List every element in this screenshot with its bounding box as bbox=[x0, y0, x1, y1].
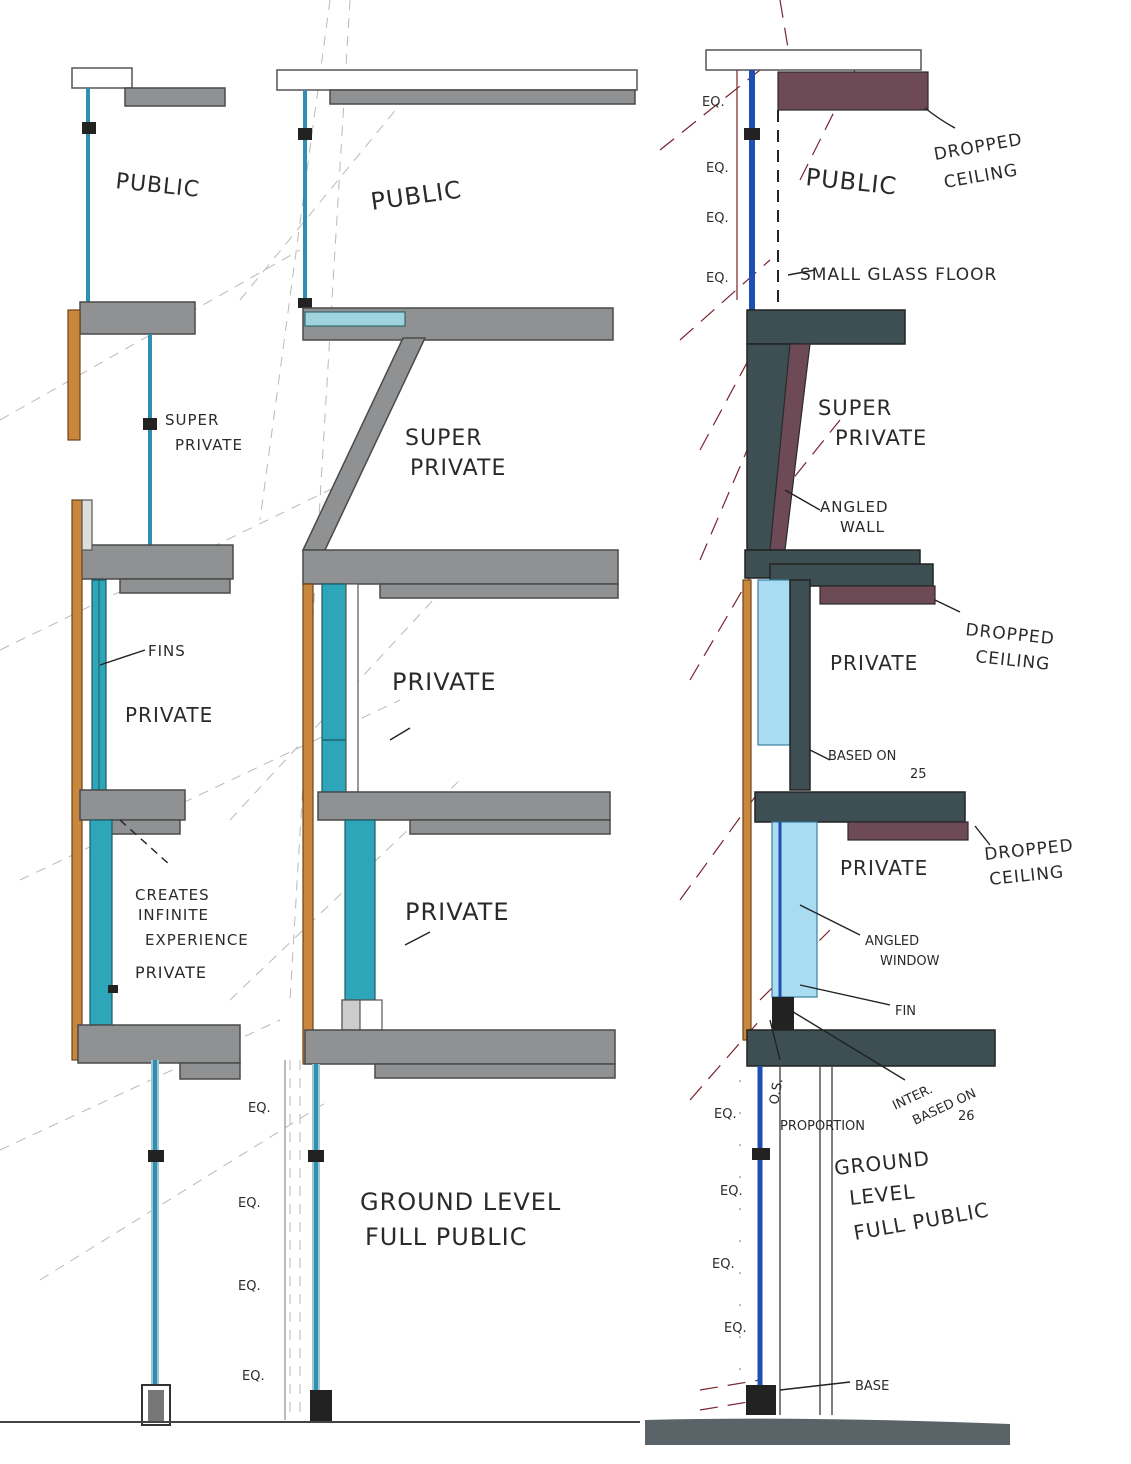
middle-label-private-2: PRIVATE bbox=[405, 898, 510, 926]
middle-label-ground-1: GROUND LEVEL bbox=[360, 1188, 561, 1216]
right-annot-fin: FIN bbox=[895, 1004, 916, 1019]
right-dim-eq-2: EQ. bbox=[706, 161, 729, 176]
right-label-super-private-1: SUPER bbox=[818, 396, 892, 420]
right-annot-dropped-ceiling-1a: DROPPED bbox=[932, 130, 1024, 165]
left-label-super-private-2: PRIVATE bbox=[175, 436, 243, 454]
right-dim-eq-4: EQ. bbox=[706, 271, 729, 286]
right-annot-os-proportion-b: PROPORTION bbox=[780, 1119, 865, 1134]
right-label-ground-2: LEVEL bbox=[848, 1179, 916, 1210]
middle-section bbox=[276, 69, 638, 1422]
right-annot-small-glass-floor: SMALL GLASS FLOOR bbox=[800, 265, 997, 285]
right-annot-angled-wall-2: WALL bbox=[840, 518, 885, 536]
right-label-ground-1: GROUND bbox=[833, 1146, 931, 1180]
right-dim-eq-6: EQ. bbox=[720, 1184, 743, 1199]
right-dim-eq-7: EQ. bbox=[712, 1257, 735, 1272]
right-label-super-private-2: PRIVATE bbox=[835, 426, 927, 450]
right-annot-angled-window-a: ANGLED bbox=[865, 934, 919, 949]
right-annot-based-on-25-b: 25 bbox=[910, 767, 927, 782]
middle-label-ground-2: FULL PUBLIC bbox=[365, 1223, 527, 1251]
right-label-public: PUBLIC bbox=[804, 163, 898, 200]
middle-label-super-private-2: PRIVATE bbox=[410, 456, 506, 481]
left-label-creates-1: CREATES bbox=[135, 886, 210, 904]
right-annot-based-on-25-a: BASED ON bbox=[828, 749, 896, 764]
right-annot-base: BASE bbox=[855, 1379, 889, 1394]
right-label-private-1: PRIVATE bbox=[830, 651, 918, 675]
middle-label-public: PUBLIC bbox=[369, 175, 464, 215]
left-label-super-private-1: SUPER bbox=[165, 411, 219, 429]
left-dim-eq-2: EQ. bbox=[238, 1196, 261, 1211]
left-label-public: PUBLIC bbox=[114, 169, 201, 203]
left-dim-eq-4: EQ. bbox=[242, 1369, 265, 1384]
right-annot-dropped-ceiling-3b: CEILING bbox=[988, 862, 1065, 890]
right-annot-dropped-ceiling-1b: CEILING bbox=[942, 160, 1019, 193]
right-dim-eq-1: EQ. bbox=[702, 95, 725, 110]
middle-label-private-1: PRIVATE bbox=[392, 668, 497, 696]
middle-label-super-private-1: SUPER bbox=[405, 426, 483, 451]
left-label-creates-2: INFINITE bbox=[138, 906, 209, 924]
right-annot-dropped-ceiling-2b: CEILING bbox=[974, 647, 1051, 675]
right-dim-eq-3: EQ. bbox=[706, 211, 729, 226]
left-label-creates-3: EXPERIENCE bbox=[145, 931, 249, 949]
right-dim-eq-8: EQ. bbox=[724, 1321, 747, 1336]
right-section bbox=[645, 49, 1010, 1445]
right-dim-eq-5: EQ. bbox=[714, 1107, 737, 1122]
right-annot-inter-c: 26 bbox=[958, 1109, 975, 1124]
right-annot-angled-window-b: WINDOW bbox=[880, 954, 940, 969]
right-label-private-2: PRIVATE bbox=[840, 856, 928, 880]
right-annot-dropped-ceiling-2a: DROPPED bbox=[964, 620, 1055, 649]
left-section bbox=[67, 67, 286, 1426]
right-annot-os-proportion-a: O.S. bbox=[767, 1077, 786, 1105]
left-dim-eq-3: EQ. bbox=[238, 1279, 261, 1294]
left-label-fins: FINS bbox=[148, 642, 186, 660]
right-annot-angled-wall-1: ANGLED bbox=[820, 498, 889, 516]
left-dim-eq-1: EQ. bbox=[248, 1101, 271, 1116]
left-label-private-2: PRIVATE bbox=[135, 963, 207, 982]
left-label-private-1: PRIVATE bbox=[125, 703, 213, 727]
right-annot-dropped-ceiling-3a: DROPPED bbox=[983, 836, 1074, 865]
